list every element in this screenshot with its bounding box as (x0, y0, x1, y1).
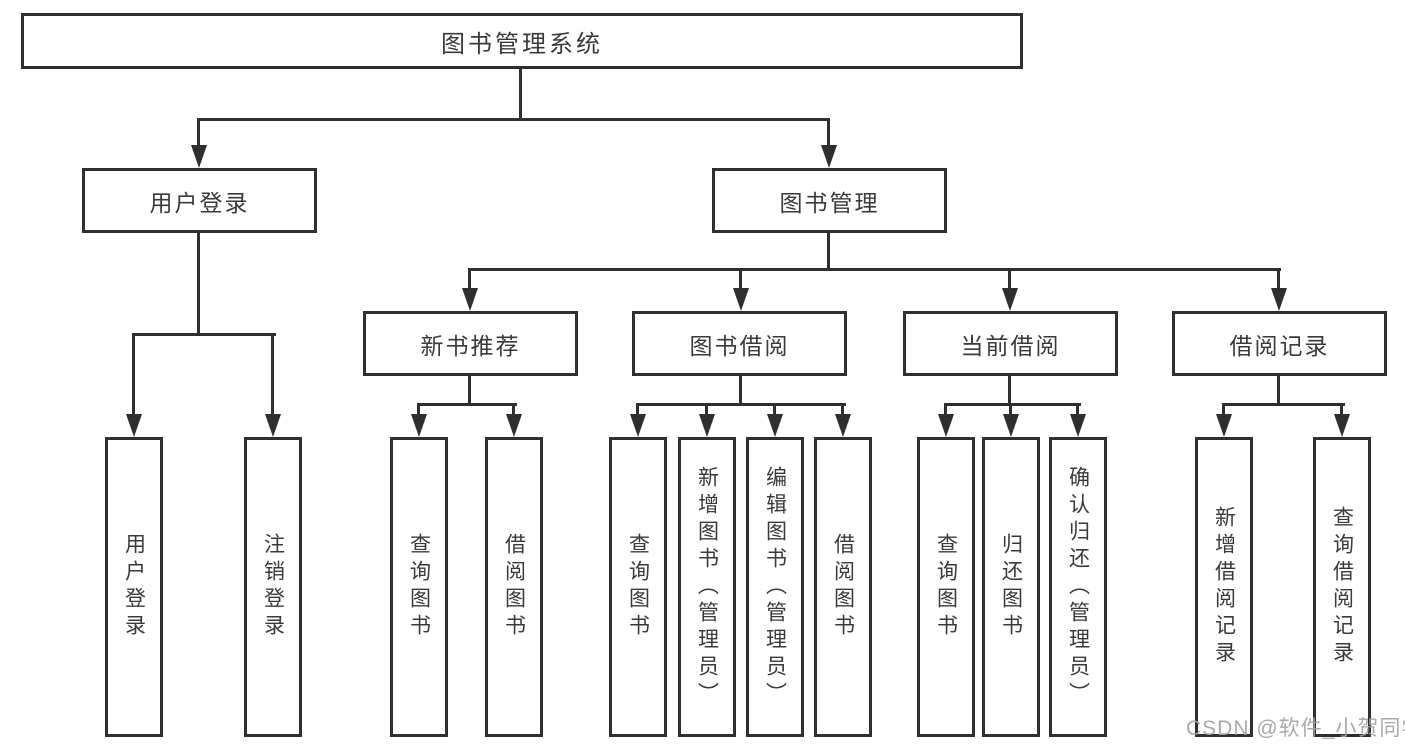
leaf-label: 归还图书 (999, 533, 1023, 641)
node-label: 图书管理 (779, 189, 880, 216)
leaf-current-query-books: 查询图书 (917, 437, 975, 737)
node-label: 当前借阅 (960, 332, 1061, 359)
connector-module1-stem (468, 374, 471, 406)
connector-leaf-shaft (944, 404, 947, 417)
leaf-current-confirm-return-admin: 确认归还（管理员） (1049, 437, 1107, 737)
watermark: CSDN @软件_小贺同学 (1186, 717, 1405, 740)
leaf-borrow-edit-books-admin: 编辑图书（管理员） (746, 437, 804, 737)
leaf-borrow-borrow-books: 借阅图书 (814, 437, 872, 737)
leaf-label: 查询图书 (626, 533, 650, 641)
arrow-down-icon (265, 414, 281, 437)
arrow-down-icon (630, 414, 646, 437)
arrow-down-icon (191, 145, 207, 168)
connector-login-branch (132, 333, 276, 336)
connector-module-shaft (468, 269, 471, 291)
leaf-label: 用户登录 (122, 533, 146, 641)
arrow-down-icon (767, 414, 783, 437)
leaf-logout: 注销登录 (244, 437, 302, 737)
leaf-label: 查询图书 (407, 533, 431, 641)
leaf-records-query-borrow-record: 查询借阅记录 (1313, 437, 1371, 737)
connector-module-shaft (739, 269, 742, 291)
leaf-label: 确认归还（管理员） (1066, 465, 1090, 709)
leaf-newrec-query-books: 查询图书 (390, 437, 448, 737)
leaf-user-login: 用户登录 (105, 437, 163, 737)
connector-login-stem (197, 230, 200, 336)
node-library-system-root: 图书管理系统 (21, 13, 1023, 69)
leaf-label: 编辑图书（管理员） (763, 465, 787, 709)
connector-leaf-shaft (271, 334, 274, 417)
leaf-newrec-borrow-books: 借阅图书 (485, 437, 543, 737)
node-current-borrowing: 当前借阅 (903, 311, 1118, 376)
connector-login-shaft (197, 119, 200, 149)
connector-level3-branch (468, 268, 1281, 271)
connector-leaf-shaft (1076, 404, 1079, 417)
arrow-down-icon (462, 288, 478, 311)
arrow-down-icon (821, 145, 837, 168)
connector-leaf-shaft (705, 404, 708, 417)
connector-mgmt-shaft (827, 119, 830, 149)
connector-module4-branch (1222, 403, 1345, 406)
arrow-down-icon (699, 414, 715, 437)
node-borrowing-records: 借阅记录 (1172, 311, 1387, 376)
connector-module1-branch (417, 403, 517, 406)
leaf-current-return-books: 归还图书 (982, 437, 1040, 737)
leaf-label: 新增借阅记录 (1212, 506, 1236, 668)
node-label: 用户登录 (149, 189, 250, 216)
node-label: 新书推荐 (420, 332, 521, 359)
arrow-down-icon (126, 414, 142, 437)
leaf-label: 注销登录 (261, 533, 285, 641)
connector-leaf-shaft (1222, 404, 1225, 417)
connector-leaf-shaft (773, 404, 776, 417)
arrow-down-icon (1070, 414, 1086, 437)
arrow-down-icon (1271, 288, 1287, 311)
node-label: 图书管理系统 (441, 30, 603, 58)
connector-module2-stem (739, 374, 742, 406)
node-label: 借阅记录 (1229, 332, 1330, 359)
connector-mgmt-stem (827, 231, 830, 271)
leaf-label: 借阅图书 (831, 533, 855, 641)
arrow-down-icon (938, 414, 954, 437)
leaf-label: 查询图书 (934, 533, 958, 641)
node-label: 图书借阅 (689, 332, 790, 359)
connector-module4-stem (1277, 374, 1280, 406)
connector-leaf-shaft (1009, 404, 1012, 417)
connector-module2-branch (636, 403, 846, 406)
leaf-label: 借阅图书 (502, 533, 526, 641)
connector-leaf-shaft (512, 404, 515, 417)
connector-leaf-shaft (132, 334, 135, 417)
connector-level2-branch (197, 118, 830, 121)
connector-module-shaft (1277, 269, 1280, 291)
arrow-down-icon (835, 414, 851, 437)
arrow-down-icon (1216, 414, 1232, 437)
arrow-down-icon (506, 414, 522, 437)
connector-module-shaft (1008, 269, 1011, 291)
connector-leaf-shaft (636, 404, 639, 417)
connector-module3-branch (944, 403, 1081, 406)
connector-leaf-shaft (841, 404, 844, 417)
node-user-login: 用户登录 (82, 168, 317, 233)
leaf-borrow-query-books: 查询图书 (609, 437, 667, 737)
connector-module3-stem (1008, 374, 1011, 406)
arrow-down-icon (411, 414, 427, 437)
leaf-label: 新增图书（管理员） (695, 465, 719, 709)
connector-root-stem (519, 69, 522, 120)
node-new-book-recommendation: 新书推荐 (363, 311, 578, 376)
leaf-label: 查询借阅记录 (1330, 506, 1354, 668)
leaf-borrow-add-books-admin: 新增图书（管理员） (678, 437, 736, 737)
arrow-down-icon (1002, 288, 1018, 311)
arrow-down-icon (1334, 414, 1350, 437)
leaf-records-add-borrow-record: 新增借阅记录 (1195, 437, 1253, 737)
node-book-management: 图书管理 (712, 168, 947, 233)
connector-leaf-shaft (417, 404, 420, 417)
arrow-down-icon (733, 288, 749, 311)
connector-leaf-shaft (1340, 404, 1343, 417)
node-book-borrowing: 图书借阅 (632, 311, 847, 376)
arrow-down-icon (1003, 414, 1019, 437)
